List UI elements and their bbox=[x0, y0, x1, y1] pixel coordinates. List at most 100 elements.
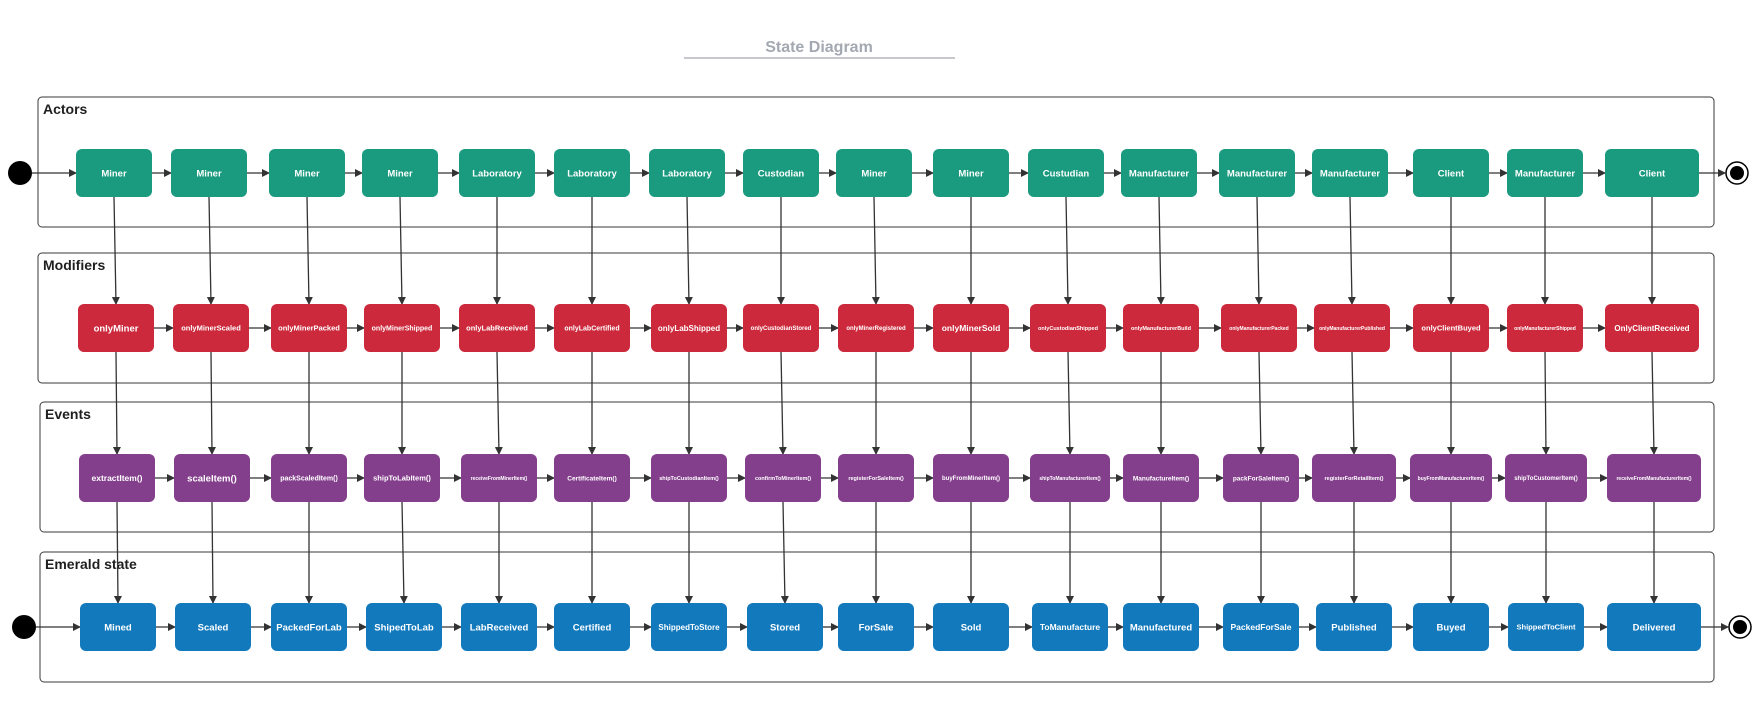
node-box bbox=[79, 454, 155, 502]
node-actors-10[interactable]: Custudian bbox=[1028, 149, 1104, 197]
node-actors-3[interactable]: Miner bbox=[362, 149, 438, 197]
node-box bbox=[1413, 603, 1489, 651]
node-events-14[interactable]: buyFromManufacturerItem() bbox=[1410, 454, 1492, 502]
node-label: CertificateItem() bbox=[567, 475, 616, 482]
node-states-13[interactable]: Published bbox=[1316, 603, 1392, 651]
node-states-11[interactable]: Manufactured bbox=[1123, 603, 1199, 651]
node-modifiers-13[interactable]: onlyManufacturerPublished bbox=[1314, 304, 1390, 352]
node-events-13[interactable]: registerForRetailItem() bbox=[1312, 454, 1396, 502]
node-actors-11[interactable]: Manufacturer bbox=[1121, 149, 1197, 197]
node-modifiers-8[interactable]: onlyMinerRegistered bbox=[838, 304, 914, 352]
node-box bbox=[80, 603, 156, 651]
node-events-3[interactable]: shipToLabItem() bbox=[364, 454, 440, 502]
node-label: ToManufacture bbox=[1040, 622, 1101, 632]
node-modifiers-1[interactable]: onlyMinerScaled bbox=[173, 304, 249, 352]
diagram-title: State Diagram bbox=[765, 39, 873, 56]
node-actors-15[interactable]: Manufacturer bbox=[1507, 149, 1583, 197]
node-events-1[interactable]: scaleItem() bbox=[174, 454, 250, 502]
node-box bbox=[1028, 149, 1104, 197]
lane-label-modifiers: Modifiers bbox=[43, 257, 105, 273]
node-states-3[interactable]: ShipedToLab bbox=[366, 603, 442, 651]
node-states-6[interactable]: ShippedToStore bbox=[651, 603, 727, 651]
node-box bbox=[78, 304, 154, 352]
node-modifiers-11[interactable]: onlyManufacturerBuild bbox=[1123, 304, 1199, 352]
node-events-12[interactable]: packForSaleItem() bbox=[1223, 454, 1299, 502]
node-actors-14[interactable]: Client bbox=[1413, 149, 1489, 197]
node-label: Client bbox=[1639, 168, 1666, 179]
node-states-10[interactable]: ToManufacture bbox=[1032, 603, 1108, 651]
node-modifiers-16[interactable]: OnlyClientReceived bbox=[1605, 304, 1699, 352]
node-events-6[interactable]: shipToCustodianItem() bbox=[651, 454, 727, 502]
node-states-15[interactable]: ShippedToClient bbox=[1508, 603, 1584, 651]
node-events-2[interactable]: packScaledItem() bbox=[271, 454, 347, 502]
node-box bbox=[554, 454, 630, 502]
node-label: shipToCustomerItem() bbox=[1514, 476, 1578, 482]
node-modifiers-5[interactable]: onlyLabCertified bbox=[554, 304, 630, 352]
node-label: confirmToMinerItem() bbox=[755, 476, 811, 482]
edge-vertical bbox=[1254, 196, 1263, 305]
node-modifiers-14[interactable]: onlyClientBuyed bbox=[1413, 304, 1489, 352]
node-events-4[interactable]: receiveFromMinerItem() bbox=[461, 454, 537, 502]
node-actors-13[interactable]: Manufacturer bbox=[1312, 149, 1388, 197]
node-states-14[interactable]: Buyed bbox=[1413, 603, 1489, 651]
node-events-5[interactable]: CertificateItem() bbox=[554, 454, 630, 502]
node-states-16[interactable]: Delivered bbox=[1607, 603, 1701, 651]
node-actors-9[interactable]: Miner bbox=[933, 149, 1009, 197]
node-label: scaleItem() bbox=[187, 473, 237, 484]
node-events-11[interactable]: ManufactureItem() bbox=[1123, 454, 1199, 502]
node-box bbox=[1221, 304, 1297, 352]
node-actors-1[interactable]: Miner bbox=[171, 149, 247, 197]
node-modifiers-12[interactable]: onlyManufacturerPacked bbox=[1221, 304, 1297, 352]
node-label: onlyManufacturerPublished bbox=[1319, 326, 1385, 332]
node-actors-6[interactable]: Laboratory bbox=[649, 149, 725, 197]
node-events-0[interactable]: extractItem() bbox=[79, 454, 155, 502]
node-events-10[interactable]: shipToManufacturerItem() bbox=[1030, 454, 1110, 502]
node-modifiers-6[interactable]: onlyLabShipped bbox=[651, 304, 727, 352]
node-events-9[interactable]: buyFromMinerItem() bbox=[933, 454, 1009, 502]
node-modifiers-3[interactable]: onlyMinerShipped bbox=[364, 304, 440, 352]
node-label: onlyMinerScaled bbox=[181, 324, 241, 333]
node-modifiers-0[interactable]: onlyMiner bbox=[78, 304, 154, 352]
node-label: OnlyClientReceived bbox=[1614, 324, 1689, 333]
node-actors-2[interactable]: Miner bbox=[269, 149, 345, 197]
node-events-16[interactable]: receiveFromManufacturerItem() bbox=[1607, 454, 1701, 502]
node-states-7[interactable]: Stored bbox=[747, 603, 823, 651]
node-states-8[interactable]: ForSale bbox=[838, 603, 914, 651]
node-box bbox=[1030, 454, 1110, 502]
node-box bbox=[1507, 149, 1583, 197]
node-events-7[interactable]: confirmToMinerItem() bbox=[745, 454, 821, 502]
edge-vertical bbox=[1256, 351, 1265, 455]
node-modifiers-10[interactable]: onlyCustodianShipped bbox=[1030, 304, 1106, 352]
node-box bbox=[933, 603, 1009, 651]
node-modifiers-15[interactable]: onlyManufacturerShipped bbox=[1507, 304, 1583, 352]
node-actors-7[interactable]: Custodian bbox=[743, 149, 819, 197]
node-label: PackedForSale bbox=[1231, 622, 1292, 632]
node-actors-8[interactable]: Miner bbox=[836, 149, 912, 197]
node-states-12[interactable]: PackedForSale bbox=[1223, 603, 1299, 651]
lane-label-actors: Actors bbox=[43, 101, 88, 117]
node-actors-5[interactable]: Laboratory bbox=[554, 149, 630, 197]
edge-vertical bbox=[304, 196, 313, 305]
node-states-9[interactable]: Sold bbox=[933, 603, 1009, 651]
node-actors-4[interactable]: Laboratory bbox=[459, 149, 535, 197]
node-events-8[interactable]: registerForSaleItem() bbox=[838, 454, 914, 502]
node-box bbox=[1312, 149, 1388, 197]
node-modifiers-9[interactable]: onlyMinerSold bbox=[933, 304, 1009, 352]
node-states-0[interactable]: Mined bbox=[80, 603, 156, 651]
node-states-2[interactable]: PackedForLab bbox=[271, 603, 347, 651]
node-events-15[interactable]: shipToCustomerItem() bbox=[1505, 454, 1587, 502]
node-label: Laboratory bbox=[472, 168, 522, 179]
node-actors-12[interactable]: Manufacturer bbox=[1219, 149, 1295, 197]
node-modifiers-7[interactable]: onlyCustodianStored bbox=[743, 304, 819, 352]
node-states-4[interactable]: LabReceived bbox=[461, 603, 537, 651]
node-states-1[interactable]: Scaled bbox=[175, 603, 251, 651]
node-box bbox=[1219, 149, 1295, 197]
node-modifiers-2[interactable]: onlyMinerPacked bbox=[271, 304, 347, 352]
node-actors-16[interactable]: Client bbox=[1605, 149, 1699, 197]
node-label: Laboratory bbox=[567, 168, 617, 179]
node-states-5[interactable]: Certified bbox=[554, 603, 630, 651]
node-actors-0[interactable]: Miner bbox=[76, 149, 152, 197]
node-modifiers-4[interactable]: onlyLabReceived bbox=[459, 304, 535, 352]
node-label: Mined bbox=[104, 622, 132, 633]
node-box bbox=[651, 603, 727, 651]
